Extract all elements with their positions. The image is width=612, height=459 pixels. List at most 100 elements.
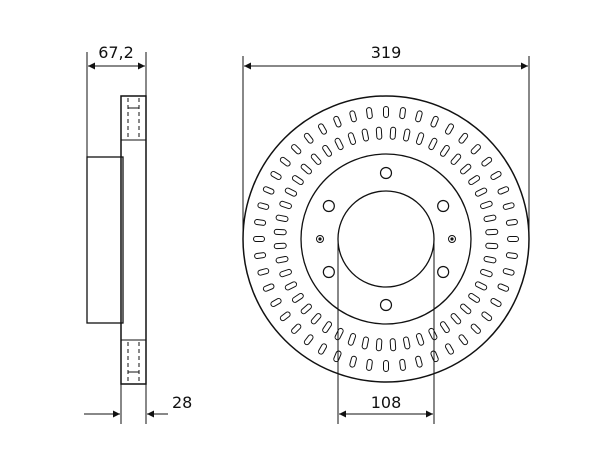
pin-holes [316,235,456,243]
overall-width-label: 67,2 [98,43,134,62]
vent-slot-outer [445,343,454,355]
vent-slot-inner [291,175,304,186]
bolt-holes [322,166,450,312]
vent-slot-outer [349,355,357,368]
vent-slot-inner [361,128,370,142]
vent-slot-inner [300,163,312,175]
vent-slot-outer [291,323,302,334]
vent-channels-top [127,98,140,138]
vent-slot-outer [445,123,454,135]
vent-slot-outer [383,360,389,372]
vent-slot-inner [273,242,287,250]
vent-slot-inner [284,187,298,197]
vent-slot-inner [310,153,322,165]
vent-slot-inner [361,336,370,350]
vent-slot-inner [450,313,462,325]
vent-slot-outer [470,144,481,155]
vent-slot-outer [505,252,518,259]
vent-slot-inner [300,303,312,315]
vent-slot-inner [460,303,472,315]
vent-slot-outer [481,311,493,322]
vent-slot-inner [485,242,499,250]
vent-slots [253,106,519,372]
vent-slot-outer [318,123,327,135]
vent-slot-inner [347,333,357,346]
vent-slot-outer [502,202,515,210]
front-view: 319 108 [242,43,530,424]
vent-slot-outer [318,343,327,355]
hub-section [86,156,124,324]
vent-slot-outer [415,355,423,368]
vent-slot-outer [254,252,267,259]
vent-slot-inner [483,214,497,223]
vent-slot-inner [474,281,488,291]
vent-slot-inner [334,137,344,151]
vent-slot-inner [279,268,292,278]
vent-slot-inner [474,187,488,197]
bolt-hole [379,166,393,180]
vent-slot-inner [279,200,292,210]
vent-slot-inner [415,132,425,145]
vent-slot-outer [470,323,481,334]
outer-edge [242,95,530,383]
vent-slot-outer [490,298,502,307]
vent-slot-inner [375,126,383,140]
vent-slot-outer [253,236,265,242]
disc-thickness-dimension: 28 [84,384,192,424]
vent-slot-outer [333,350,342,363]
overall-width-dimension: 67,2 [86,43,147,157]
vent-slot-inner [468,175,481,186]
vent-slot-outer [481,156,493,167]
outer-diameter-label: 319 [371,43,402,62]
vent-slot-inner [389,338,397,352]
vent-slot-inner [428,137,438,151]
bolt-hole [379,298,393,312]
vent-slot-outer [262,186,275,195]
vent-slot-outer [270,298,282,307]
vent-slot-outer [366,107,373,120]
vent-slot-inner [468,292,481,303]
center-bore-label: 108 [371,393,402,412]
vent-slot-outer [502,268,515,276]
pin-hole [316,235,324,243]
vent-slot-outer [279,311,291,322]
vent-slot-outer [415,110,423,123]
vent-slot-inner [483,255,497,264]
center-bore-dimension: 108 [337,239,435,424]
bolt-hole [437,199,450,213]
vent-slot-outer [430,350,439,363]
vent-slot-outer [490,171,502,180]
vent-slot-outer [291,144,302,155]
vent-slot-outer [399,107,406,120]
vent-slot-outer [507,236,519,242]
vent-slot-inner [428,327,438,341]
vent-slot-inner [402,128,411,142]
vent-slot-outer [349,110,357,123]
vent-slot-inner [460,163,472,175]
vent-slot-inner [415,333,425,346]
vent-slot-outer [303,132,314,144]
vent-slot-outer [303,334,314,346]
vent-slot-inner [275,214,289,223]
vent-slot-outer [497,186,510,195]
vent-slot-inner [273,228,287,236]
vent-slot-outer [505,219,518,226]
center-bore [337,190,435,288]
vent-slot-outer [399,358,406,371]
vent-slot-inner [322,144,333,157]
vent-slot-inner [310,313,322,325]
vent-slot-inner [347,132,357,145]
bolt-hole [322,199,335,213]
vent-slot-inner [275,255,289,264]
disc-thickness-label: 28 [172,393,192,412]
vent-slot-outer [262,283,275,292]
vent-slot-outer [366,358,373,371]
vent-slot-inner [389,126,397,140]
side-view: 67,2 28 [84,43,192,424]
vent-slot-outer [257,202,270,210]
pin-hole [448,235,456,243]
vent-slot-inner [334,327,344,341]
vent-slot-inner [450,153,462,165]
vent-slot-inner [485,228,499,236]
